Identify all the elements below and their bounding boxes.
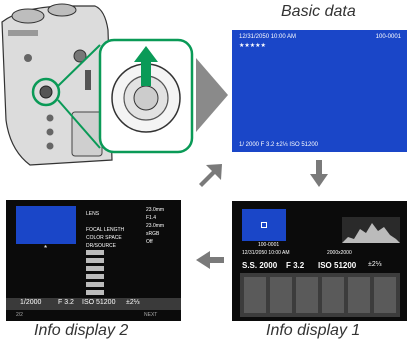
info2-aperture: F 3.2	[58, 299, 74, 306]
info2-value-1: F1.4	[146, 215, 157, 221]
info2-value-4: Off	[146, 239, 153, 245]
info1-shutter: S.S. 2000	[242, 261, 278, 270]
info2-label-focal: FOCAL LENGTH	[86, 227, 125, 233]
up-arrow-icon	[134, 46, 158, 86]
down-arrow-icon	[310, 160, 328, 187]
info2-values: 23.0mm F1.4 23.0mm sRGB Off	[146, 206, 164, 246]
info1-aperture: F 3.2	[286, 261, 305, 270]
camera-body-illustration	[1, 3, 228, 166]
info1-thumbnail	[242, 209, 286, 241]
basic-file-number: 100-0001	[375, 34, 401, 40]
histogram	[342, 217, 400, 243]
info2-page: 2/2	[16, 312, 23, 318]
info2-label-lens: LENS	[86, 211, 100, 217]
caption-info-display-2: Info display 2	[34, 322, 129, 339]
info2-rows	[86, 250, 104, 295]
info2-value-3: sRGB	[146, 231, 160, 237]
info2-value-2: 23.0mm	[146, 223, 165, 229]
basic-data-screen: 12/31/2050 10:00 AM 100-0001 ★★★★★ 1/ 20…	[232, 30, 407, 152]
info2-iso: ISO 51200	[82, 299, 116, 306]
left-arrow-icon	[196, 251, 224, 269]
info2-thumbnail	[16, 206, 76, 244]
info1-datetime: 12/31/2050 10:00 AM	[242, 250, 290, 256]
info2-bottom-bar	[6, 298, 181, 310]
basic-status-line: 1/ 2000 F 3.2 ±2⅓ ISO 51200	[239, 142, 319, 148]
info2-shutter: 1/2000	[20, 299, 42, 306]
basic-rating: ★★★★★	[239, 43, 266, 49]
info1-settings-grid	[240, 273, 400, 317]
basic-datetime: 12/31/2050 10:00 AM	[239, 34, 297, 40]
info-display-1-screen: 100-0001 12/31/2050 10:00 AM 2000x2000 S…	[232, 201, 407, 321]
diagonal-arrow-icon	[199, 164, 222, 187]
caption-basic-data: Basic data	[281, 3, 356, 20]
info-display-2-screen: * LENS FOCAL LENGTH COLOR SPACE DR/SOURC…	[6, 200, 181, 321]
info2-value-0: 23.0mm	[146, 207, 165, 213]
info1-file-number: 100-0001	[258, 242, 280, 248]
info2-next: NEXT	[144, 312, 158, 318]
camera-illustration	[0, 0, 232, 170]
info2-exposure-comp: ±2⅓	[126, 299, 140, 306]
right-chevron-icon	[196, 58, 228, 132]
caption-info-display-1: Info display 1	[266, 322, 361, 339]
info1-iso: ISO 51200	[318, 261, 357, 270]
info1-resolution: 2000x2000	[327, 250, 352, 256]
info1-exposure-comp: ±2⅓	[368, 261, 382, 268]
info2-label-color: COLOR SPACE	[86, 235, 122, 241]
info2-focus-mark: *	[44, 244, 48, 253]
info2-label-dr: DR/SOURCE	[86, 243, 117, 249]
info2-labels: LENS FOCAL LENGTH COLOR SPACE DR/SOURCE	[86, 210, 124, 250]
